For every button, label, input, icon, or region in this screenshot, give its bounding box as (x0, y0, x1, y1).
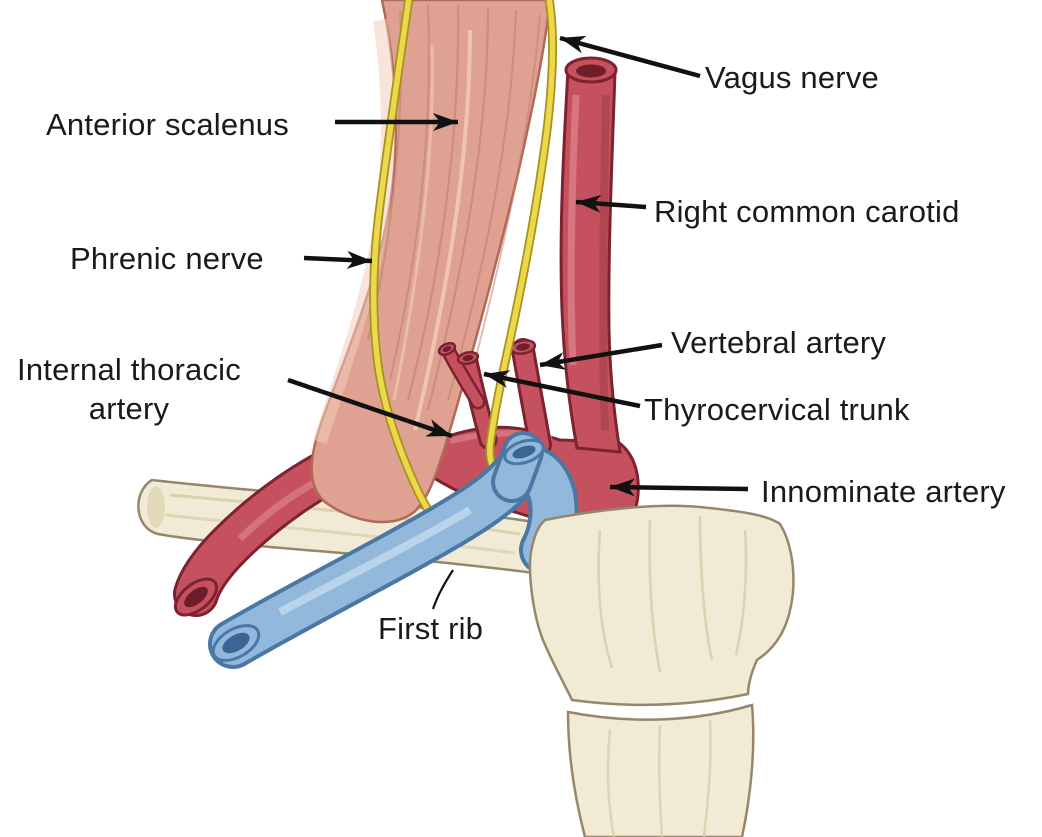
leader-arrows (287, 35, 749, 610)
sternum-bone (528, 504, 795, 837)
label-thyrocervical-trunk: Thyrocervical trunk (644, 392, 910, 427)
thyrocervical-trunk (437, 341, 498, 450)
label-phrenic-nerve: Phrenic nerve (70, 241, 264, 276)
label-first-rib: First rib (378, 611, 484, 646)
subclavian-vein (208, 431, 579, 669)
arrow-phrenic-nerve (303, 250, 373, 269)
arrow-internal-thoracic-artery (287, 377, 453, 439)
arrow-vertebral-artery (539, 342, 663, 370)
label-vertebral-artery: Vertebral artery (671, 325, 887, 360)
arrow-thyrocervical-trunk (483, 370, 641, 409)
label-innominate-artery: Innominate artery (761, 474, 1006, 509)
vertebral-artery (509, 338, 552, 457)
arrow-vagus-nerve (559, 35, 701, 79)
phrenic-nerve (369, 0, 432, 513)
label-anterior-scalenus: Anterior scalenus (46, 107, 289, 142)
label-internal-thoracic-line1: Internal thoracic (17, 352, 241, 387)
arrow-right-common-carotid (575, 194, 647, 213)
label-internal-thoracic-artery: Internal thoracic artery (0, 351, 258, 429)
label-vagus-nerve: Vagus nerve (705, 60, 879, 95)
label-internal-thoracic-line2: artery (88, 390, 170, 426)
vagus-nerve (485, 0, 558, 478)
label-right-common-carotid: Right common carotid (654, 194, 960, 229)
arrow-innominate-artery (609, 478, 749, 497)
first-rib-leader-line (431, 569, 454, 610)
